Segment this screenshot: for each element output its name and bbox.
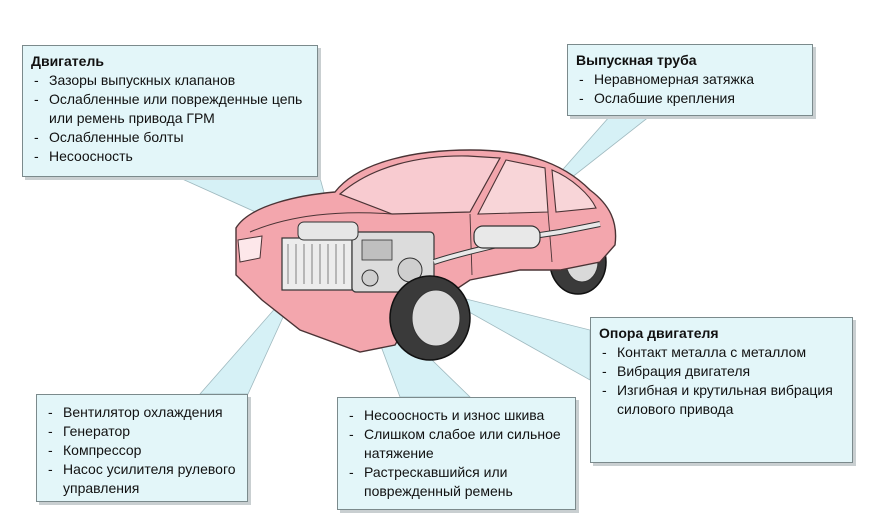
engine-assembly: [281, 221, 435, 293]
list-item: Компрессор: [45, 441, 239, 460]
accessories-callout: Вентилятор охлаждения Генератор Компресс…: [36, 394, 248, 502]
exhaust-issue-list: Неравномерная затяжка Ослабшие крепления: [576, 70, 804, 108]
list-item: Ослабленные или поврежденные цепь или ре…: [31, 90, 309, 128]
list-item: Изгибная и крутильная вибрация силового …: [599, 381, 844, 419]
list-item: Генератор: [45, 422, 239, 441]
engine-issue-list: Зазоры выпускных клапанов Ослабленные ил…: [31, 71, 309, 166]
engine-callout: Двигатель Зазоры выпускных клапанов Осла…: [22, 45, 318, 177]
belt-issue-list: Несоосность и износ шкива Слишком слабое…: [346, 406, 567, 501]
list-item: Вибрация двигателя: [599, 362, 844, 381]
list-item: Насос усилителя рулевого управления: [45, 460, 239, 498]
list-item: Вентилятор охлаждения: [45, 403, 239, 422]
engine-mount-callout-title: Опора двигателя: [599, 325, 719, 341]
list-item: Несоосность и износ шкива: [346, 406, 567, 425]
list-item: Контакт металла с металлом: [599, 343, 844, 362]
list-item: Зазоры выпускных клапанов: [31, 71, 309, 90]
exhaust-callout: Выпускная труба Неравномерная затяжка Ос…: [567, 44, 813, 116]
exhaust-pipe: [433, 221, 601, 265]
accessories-list: Вентилятор охлаждения Генератор Компресс…: [45, 403, 239, 498]
exhaust-callout-title: Выпускная труба: [576, 52, 697, 68]
list-item: Растрескавшийся или поврежденный ремень: [346, 463, 567, 501]
list-item: Ослабленные болты: [31, 128, 309, 147]
engine-callout-title: Двигатель: [31, 53, 104, 69]
list-item: Слишком слабое или сильное натяжение: [346, 425, 567, 463]
belt-callout: Несоосность и износ шкива Слишком слабое…: [337, 397, 576, 510]
list-item: Несоосность: [31, 147, 309, 166]
engine-mount-issue-list: Контакт металла с металлом Вибрация двиг…: [599, 343, 844, 419]
engine-mount-callout: Опора двигателя Контакт металла с металл…: [590, 317, 853, 463]
list-item: Неравномерная затяжка: [576, 70, 804, 89]
list-item: Ослабшие крепления: [576, 89, 804, 108]
front-wheel: [389, 275, 471, 361]
